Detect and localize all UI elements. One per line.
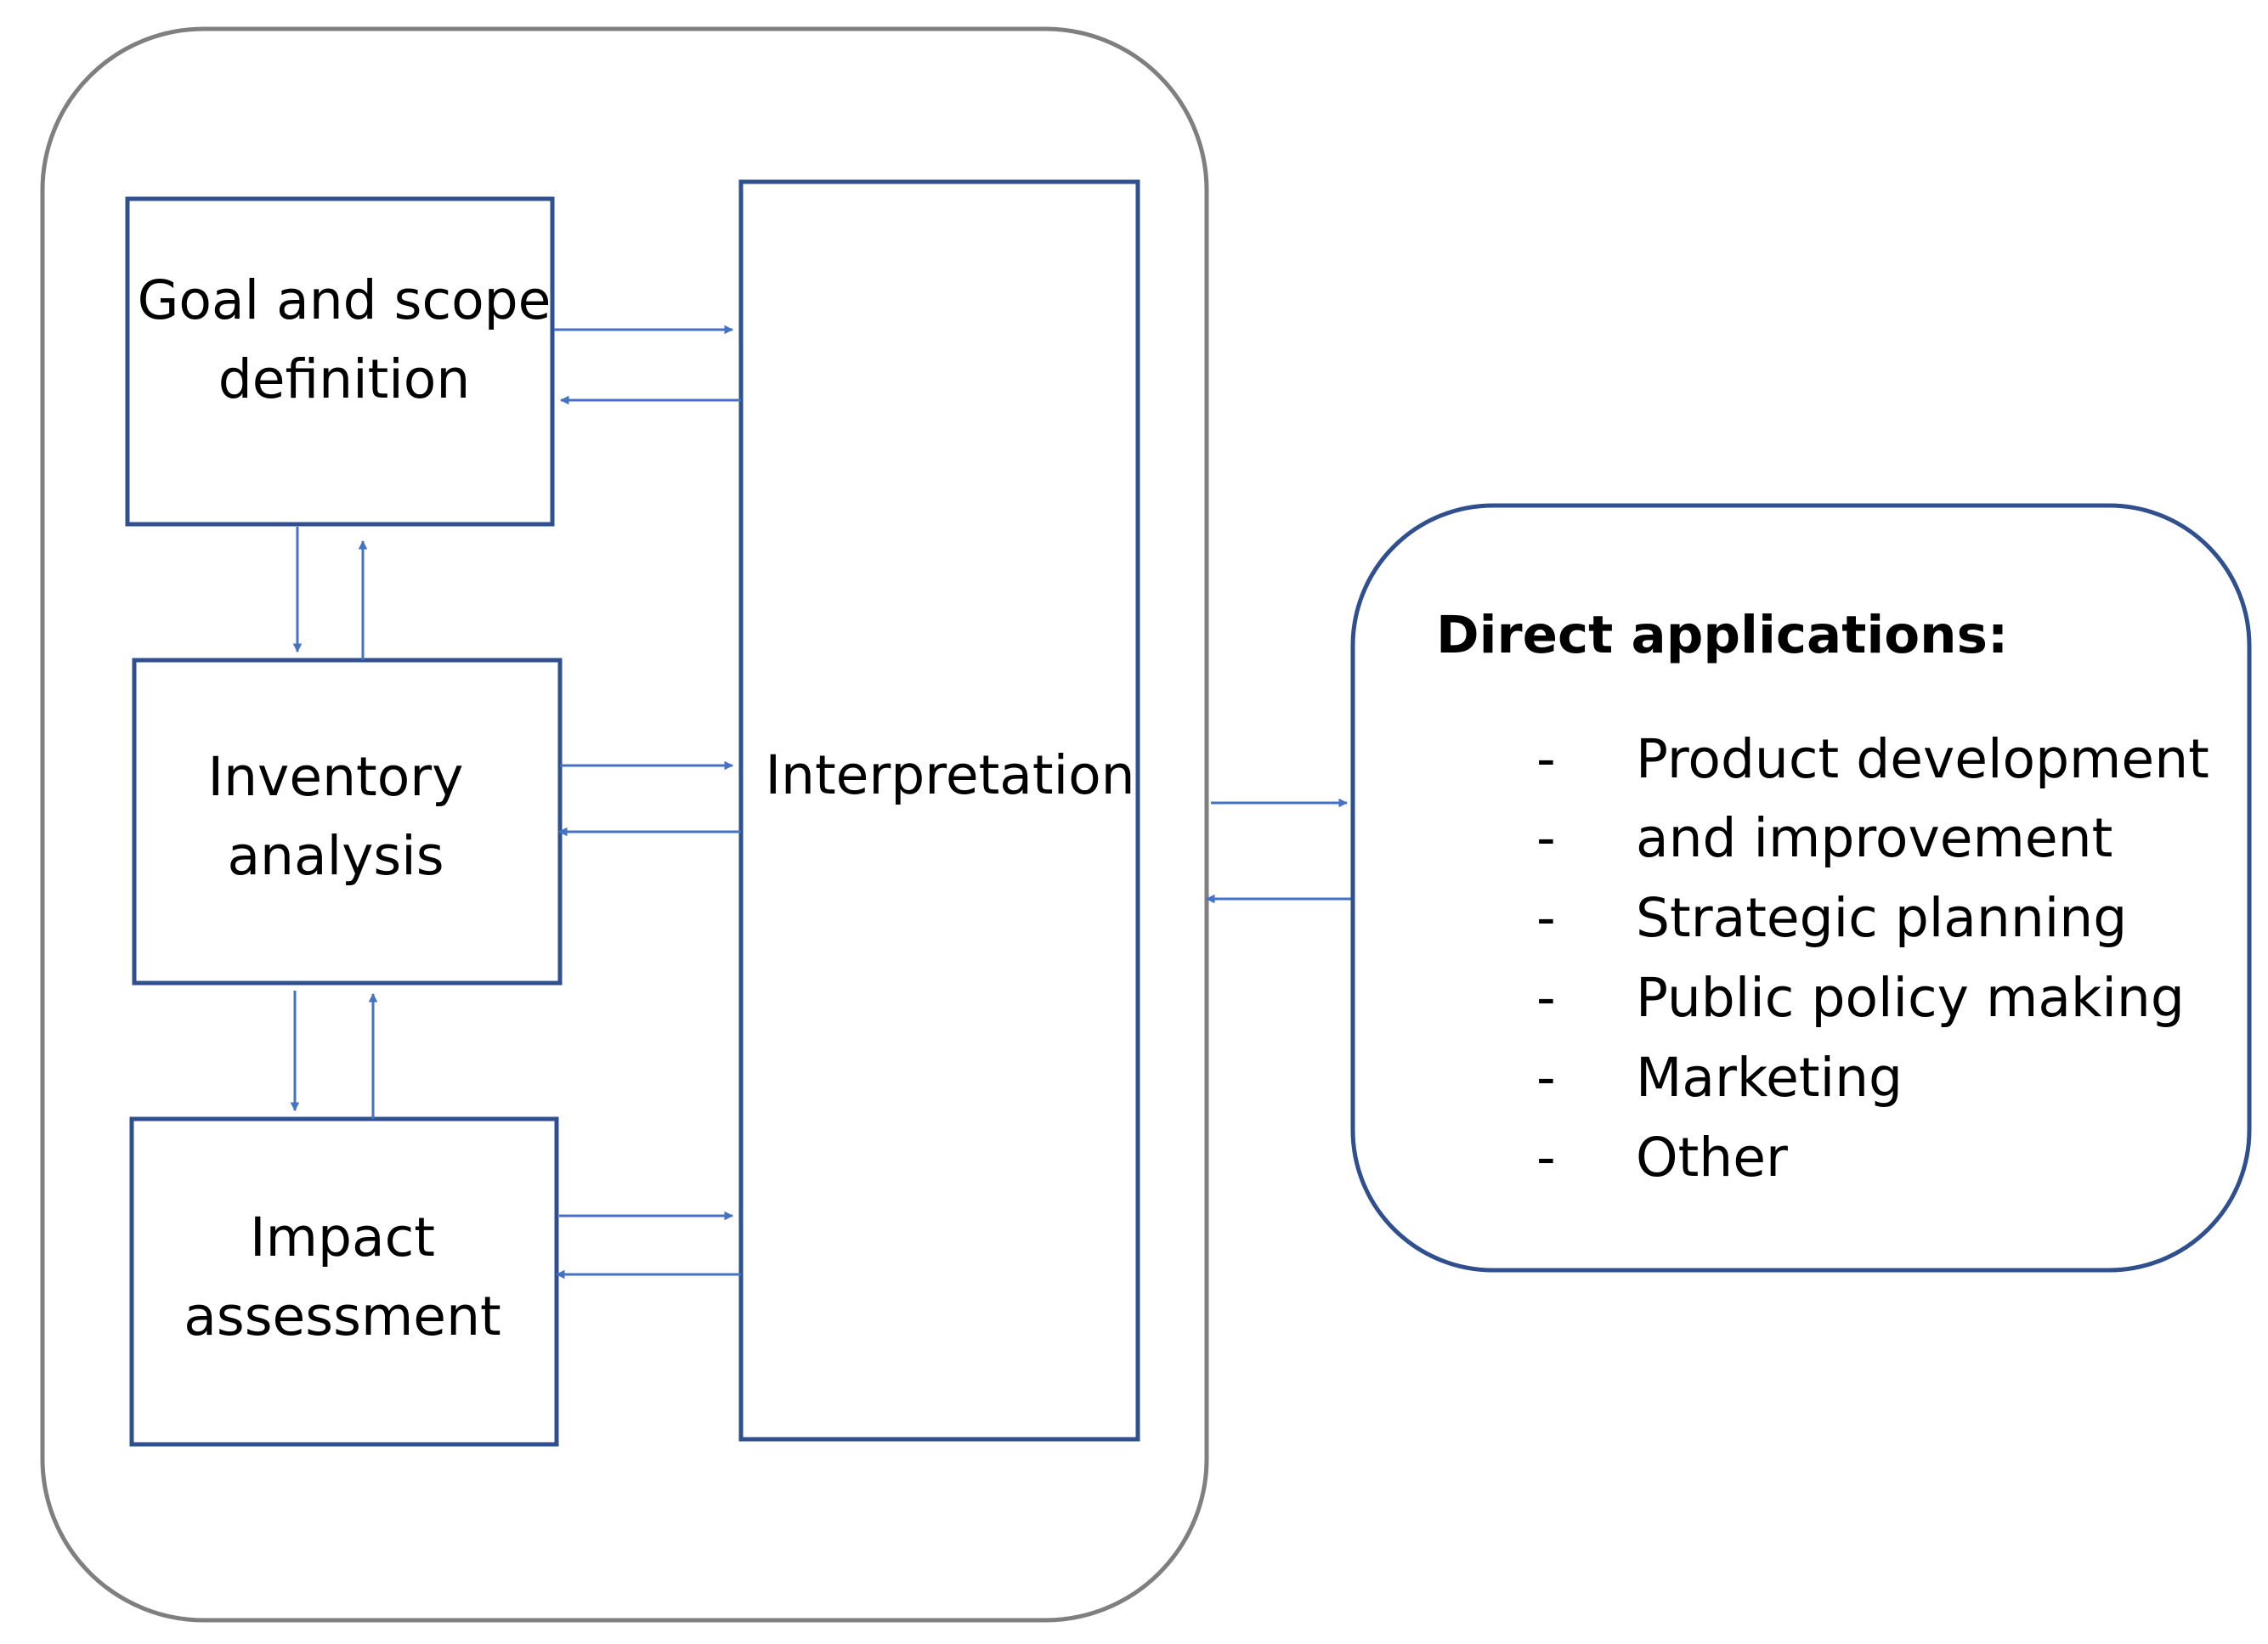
inventory-node: Inventory analysis (132, 658, 563, 986)
applications-list: - Product development - and improvement … (1536, 728, 2209, 1189)
list-item: Product development (1636, 728, 2209, 790)
list-item: Marketing (1636, 1047, 1903, 1109)
inventory-label-line2: analysis (227, 825, 444, 887)
list-bullet: - (1536, 728, 1556, 790)
applications-node: Direct applications: - Product developme… (1350, 503, 2252, 1273)
applications-box (1350, 503, 2252, 1273)
interpretation-node: Interpretation (738, 179, 1140, 1442)
list-item: and improvement (1636, 807, 2112, 869)
applications-heading: Direct applications: (1436, 605, 2008, 665)
list-item: Public policy making (1636, 967, 2185, 1029)
interpretation-label: Interpretation (765, 744, 1134, 806)
list-bullet: - (1536, 887, 1556, 949)
impact-label-line1: Impact (250, 1206, 435, 1268)
inventory-box (132, 658, 563, 986)
list-bullet: - (1536, 967, 1556, 1029)
goal-scope-box (125, 196, 555, 527)
list-item: Strategic planning (1636, 887, 2127, 949)
impact-box (129, 1116, 559, 1447)
list-bullet: - (1536, 1047, 1556, 1109)
goal-scope-node: Goal and scope definition (125, 196, 555, 527)
inventory-label-line1: Inventory (208, 746, 464, 808)
list-item: Other (1636, 1127, 1788, 1189)
lca-framework-frame (40, 26, 1209, 1623)
impact-node: Impact assessment (129, 1116, 559, 1447)
goal-scope-label-line2: definition (218, 348, 471, 410)
list-bullet: - (1536, 1127, 1556, 1189)
goal-scope-label-line1: Goal and scope (138, 269, 551, 331)
impact-label-line2: assessment (184, 1285, 501, 1347)
list-bullet: - (1536, 807, 1556, 869)
interpretation-box (738, 179, 1140, 1442)
